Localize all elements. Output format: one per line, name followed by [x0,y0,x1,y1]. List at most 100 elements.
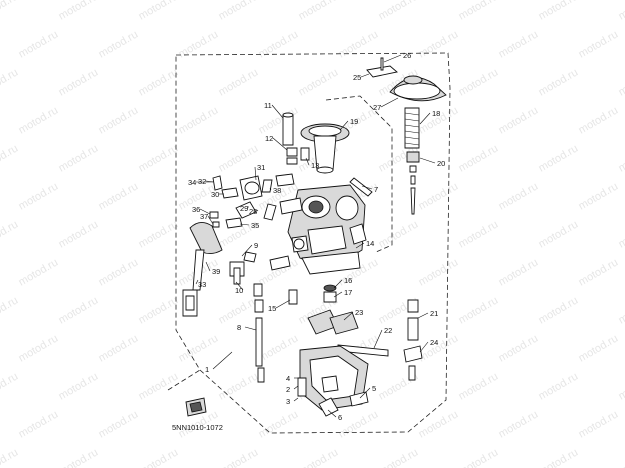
leader-line [383,54,402,63]
watermark-text: motod.ru [217,0,261,23]
watermark-text: motod.ru [617,446,625,468]
leader-line [293,397,299,402]
leader-line [254,166,257,181]
leader-line [207,215,214,225]
leader-line [333,279,343,289]
watermark-text: motod.ru [257,28,301,60]
callout-29: 29 [240,204,248,213]
callout-36: 36 [192,205,200,214]
watermark-text: motod.ru [137,142,181,174]
leader-line [417,312,429,319]
watermark-text: motod.ru [217,66,261,98]
callout-28: 28 [249,207,257,216]
watermark-text: motod.ru [537,294,581,326]
watermark-text: motod.ru [137,0,181,23]
watermark-text: motod.ru [17,104,61,136]
callout-18: 18 [432,109,440,118]
assembly-outline [167,52,451,434]
watermark-text: motod.ru [137,446,181,468]
watermark-text: motod.ru [537,142,581,174]
leader-line [380,97,399,108]
float-assembly [307,299,423,381]
callout-34: 34 [188,178,196,187]
callout-21: 21 [430,309,438,318]
carburetor-body [287,184,367,275]
callout-30: 30 [211,190,219,199]
callout-24: 24 [430,338,438,347]
watermark-text: motod.ru [297,66,341,98]
watermark-text: motod.ru [97,256,141,288]
watermark-text: motod.ru [57,370,101,402]
watermark-text: motod.ru [457,294,501,326]
watermark-text: motod.ru [617,0,625,23]
watermark-text: motod.ru [577,332,621,364]
watermark-text: motod.ru [0,142,20,174]
callout-26: 26 [403,51,411,60]
leader-line [272,137,288,151]
callout-labels: 1234567891011121314151617181920212223242… [188,51,445,422]
leader-line [275,299,291,309]
watermark-text: motod.ru [17,256,61,288]
leader-line [293,385,299,390]
callout-7: 7 [374,185,378,194]
callout-35: 35 [251,221,259,230]
watermark-text: motod.ru [177,332,221,364]
watermark-text: motod.ru [497,256,541,288]
watermark-text: motod.ru [577,104,621,136]
watermark-text: motod.ru [417,408,461,440]
watermark-text: motod.ru [337,28,381,60]
watermark-text: motod.ru [457,0,501,23]
callout-32: 32 [198,177,206,186]
leader-line [333,291,343,298]
watermark-text: motod.ru [497,28,541,60]
watermark-text: motod.ru [577,408,621,440]
watermark-text: motod.ru [537,370,581,402]
leader-line [360,73,370,78]
watermark-text: motod.ru [137,294,181,326]
watermark-text: motod.ru [57,218,101,250]
leader-line [305,157,310,166]
leader-line [239,223,250,226]
callout-27: 27 [373,103,381,112]
watermark-text: motod.ru [417,256,461,288]
watermark-text: motod.ru [297,446,341,468]
leader-line [269,187,272,191]
watermark-text: motod.ru [497,180,541,212]
cable-housing [182,222,223,317]
leader-line [355,242,365,249]
watermark-text: motod.ru [297,0,341,23]
watermark-text: motod.ru [377,218,421,250]
leader-line [419,157,436,164]
watermark-text: motod.ru [457,218,501,250]
watermark-text: motod.ru [97,332,141,364]
callout-12: 12 [265,134,273,143]
watermark-text: motod.ru [457,142,501,174]
callout-31: 31 [257,163,265,172]
leader-line [241,244,253,257]
watermark-text: motod.ru [537,66,581,98]
callout-6: 6 [338,413,342,422]
watermark-text: motod.ru [17,180,61,212]
watermark-text: motod.ru [537,0,581,23]
watermark-text: motod.ru [417,28,461,60]
callout-10: 10 [235,286,243,295]
watermark-text: motod.ru [537,218,581,250]
callout-37: 37 [200,212,208,221]
watermark-text: motod.ru [617,142,625,174]
watermark-text: motod.ru [57,294,101,326]
leader-line [199,208,211,215]
watermark-text: motod.ru [217,446,261,468]
callout-13: 13 [311,161,319,170]
callout-33: 33 [198,280,206,289]
callout-2: 2 [286,385,290,394]
watermark-text: motod.ru [457,370,501,402]
watermark-text: motod.ru [57,66,101,98]
leader-lines [195,54,436,418]
callout-16: 16 [344,276,352,285]
watermark-text: motod.ru [97,180,141,212]
watermark-text: motod.ru [0,370,20,402]
callout-9: 9 [254,241,258,250]
callout-22: 22 [384,326,392,335]
